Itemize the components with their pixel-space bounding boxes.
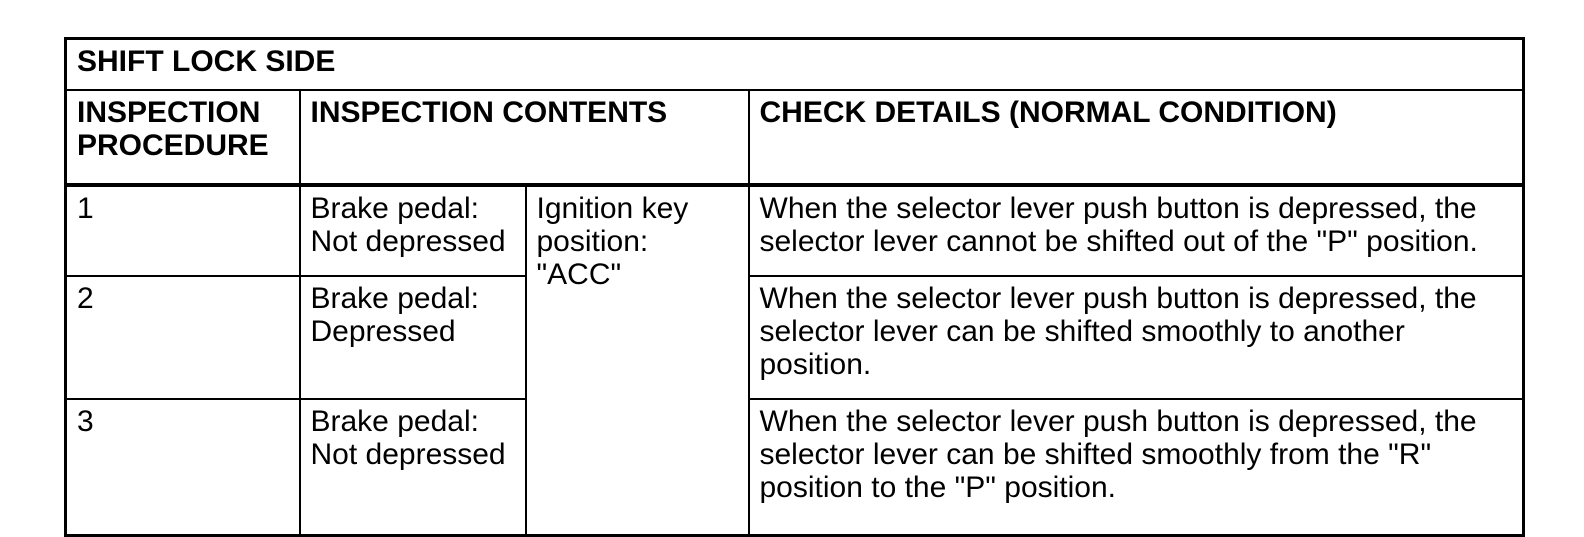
- table-row: 2 Brake pedal: Depressed When the select…: [64, 275, 1525, 400]
- check-details-cell: When the selector lever push button is d…: [747, 398, 1525, 537]
- table-title-row: SHIFT LOCK SIDE: [64, 37, 1525, 91]
- brake-pedal-condition-cell: Brake pedal: Depressed: [298, 275, 527, 400]
- brake-pedal-condition-cell: Brake pedal: Not depressed: [298, 184, 527, 277]
- procedure-number-cell: 2: [64, 275, 301, 400]
- brake-pedal-condition-cell: Brake pedal: Not depressed: [298, 398, 527, 537]
- table-row: 1 Brake pedal: Not depressed Ignition ke…: [64, 184, 1525, 537]
- column-header-check-details: CHECK DETAILS (NORMAL CONDITION): [747, 89, 1525, 187]
- check-details-cell: When the selector lever push button is d…: [747, 184, 1525, 277]
- procedure-number-cell: 3: [64, 398, 301, 537]
- ignition-key-condition-cell: Ignition key position: "ACC": [524, 184, 750, 537]
- table-row: 3 Brake pedal: Not depressed When the se…: [64, 398, 1525, 537]
- column-header-inspection-procedure: INSPECTION PROCEDURE: [64, 89, 301, 187]
- check-details-cell: When the selector lever push button is d…: [747, 275, 1525, 400]
- shift-lock-inspection-table: SHIFT LOCK SIDE INSPECTION PROCEDURE INS…: [64, 37, 1526, 537]
- table-header-row: INSPECTION PROCEDURE INSPECTION CONTENTS…: [64, 89, 1525, 187]
- procedure-number-cell: 1: [64, 184, 301, 277]
- table-title: SHIFT LOCK SIDE: [64, 37, 1525, 91]
- column-header-inspection-contents: INSPECTION CONTENTS: [298, 89, 750, 187]
